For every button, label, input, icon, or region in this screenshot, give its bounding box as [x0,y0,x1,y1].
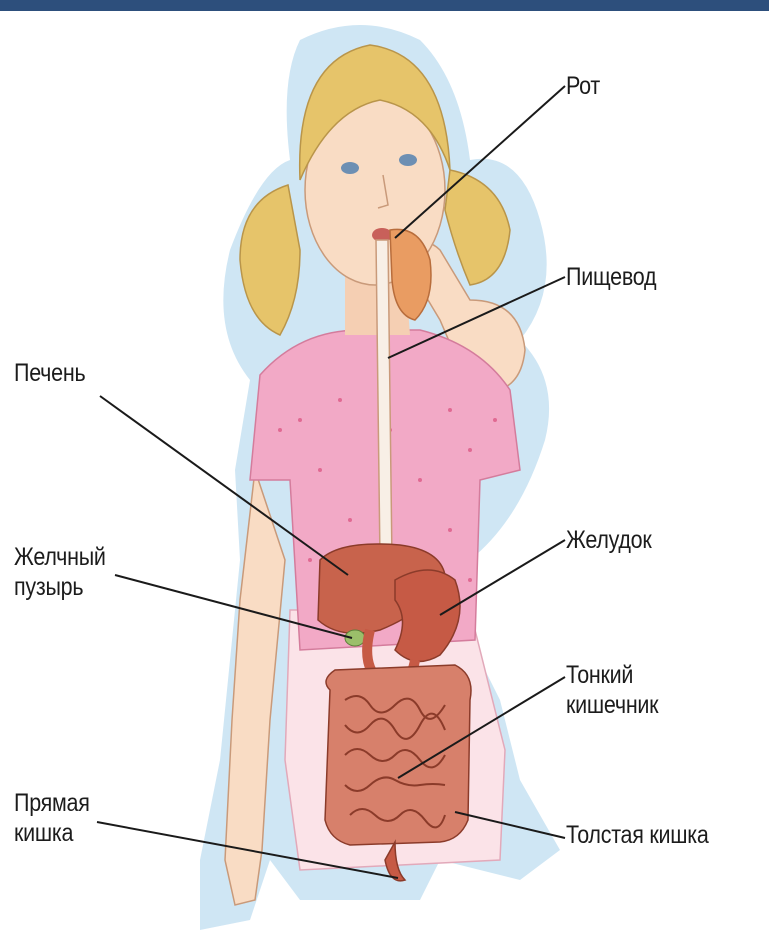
label-pryamaya-kishka: Прямая кишка [14,788,90,848]
label-zhelchny-puzyr: Желчный пузырь [14,542,106,602]
label-pechen: Печень [14,358,85,388]
label-pishchevod: Пищевод [566,262,656,292]
label-tonkiy-kishechnik: Тонкий кишечник [566,660,658,720]
label-zheludok: Желудок [566,525,652,555]
label-rot: Рот [566,71,600,101]
label-tolstaya-kishka: Толстая кишка [566,820,709,850]
